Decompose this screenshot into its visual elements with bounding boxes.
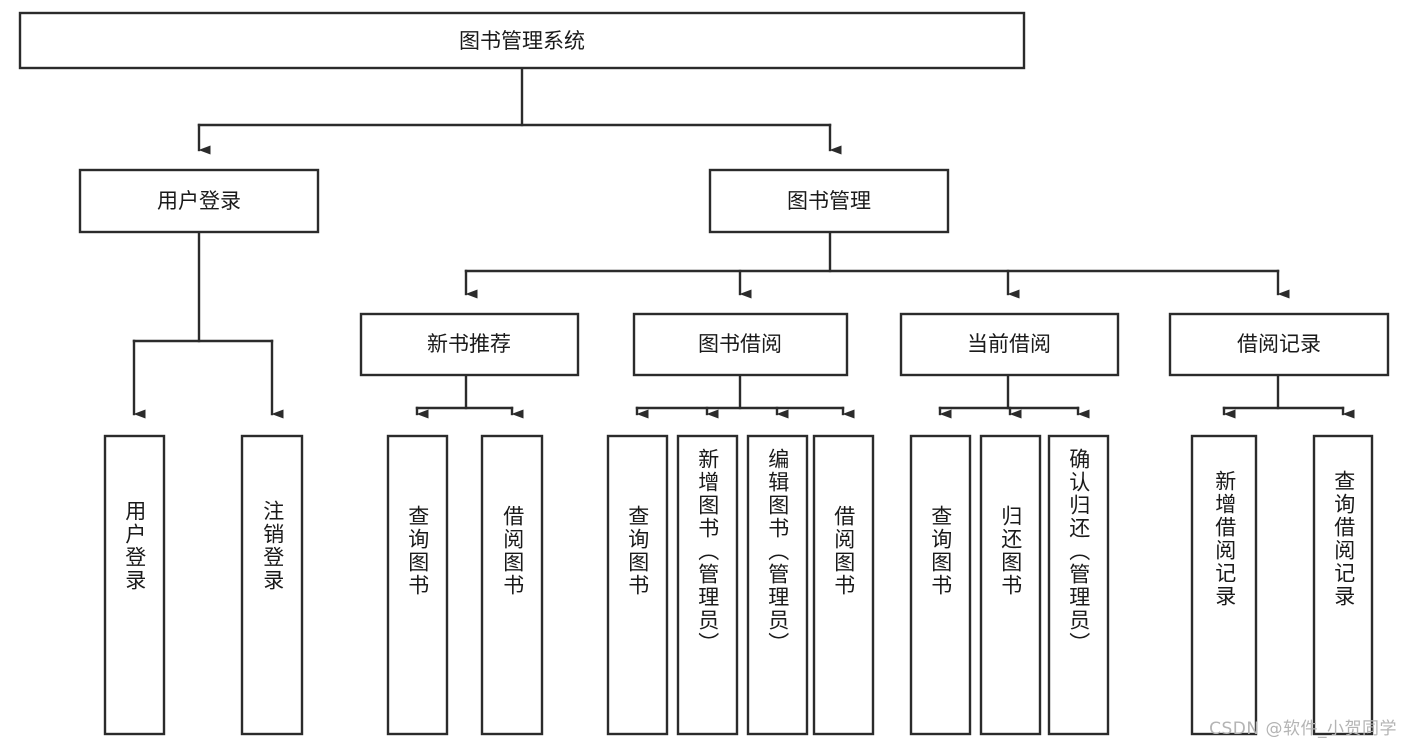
node-book-manage-box[interactable] xyxy=(708,168,950,234)
node-leaf-user-logout-box[interactable] xyxy=(240,434,304,736)
node-root-box[interactable] xyxy=(18,11,1026,70)
node-root-label: 图书管理系统 xyxy=(459,29,585,53)
node-leaf-query-book-3-box[interactable] xyxy=(909,434,972,736)
node-leaf-add-book-box[interactable] xyxy=(676,434,739,736)
node-current-borrow-label: 当前借阅 xyxy=(967,332,1051,356)
node-leaf-borrow-book-1-box[interactable] xyxy=(480,434,544,736)
node-new-book-rec[interactable]: 新书推荐 xyxy=(359,312,580,377)
node-user-login[interactable]: 用户登录 xyxy=(78,168,320,234)
node-leaf-query-book-1-box[interactable] xyxy=(386,434,449,736)
node-current-borrow-box[interactable] xyxy=(899,312,1120,377)
node-layer: 图书管理系统 用户登录 图书管理 新书推荐 图书借阅 当前 xyxy=(18,11,1390,736)
node-user-login-box[interactable] xyxy=(78,168,320,234)
csdn-watermark: CSDN @软件_小贺同学 xyxy=(1209,719,1397,739)
node-leaf-user-login-box[interactable] xyxy=(103,434,166,736)
node-book-manage-label: 图书管理 xyxy=(787,189,871,213)
node-book-manage[interactable]: 图书管理 xyxy=(708,168,950,234)
node-leaf-add-record-box[interactable] xyxy=(1190,434,1258,736)
node-borrow-record-label: 借阅记录 xyxy=(1237,332,1321,356)
node-root[interactable]: 图书管理系统 xyxy=(18,11,1026,70)
node-book-borrow-box[interactable] xyxy=(632,312,849,377)
connector-layer xyxy=(132,66,1355,419)
node-borrow-record[interactable]: 借阅记录 xyxy=(1168,312,1390,377)
node-leaf-return-book-box[interactable] xyxy=(979,434,1042,736)
node-new-book-rec-label: 新书推荐 xyxy=(427,332,511,356)
node-user-login-label: 用户登录 xyxy=(157,189,241,213)
leaf-layer xyxy=(103,434,1374,736)
node-book-borrow[interactable]: 图书借阅 xyxy=(632,312,849,377)
node-leaf-query-record-box[interactable] xyxy=(1312,434,1374,736)
node-borrow-record-box[interactable] xyxy=(1168,312,1390,377)
node-new-book-rec-box[interactable] xyxy=(359,312,580,377)
node-leaf-query-book-2-box[interactable] xyxy=(606,434,669,736)
node-current-borrow[interactable]: 当前借阅 xyxy=(899,312,1120,377)
node-leaf-borrow-book-2-box[interactable] xyxy=(812,434,875,736)
node-leaf-confirm-return-box[interactable] xyxy=(1047,434,1110,736)
node-leaf-edit-book-box[interactable] xyxy=(746,434,809,736)
node-book-borrow-label: 图书借阅 xyxy=(698,332,782,356)
